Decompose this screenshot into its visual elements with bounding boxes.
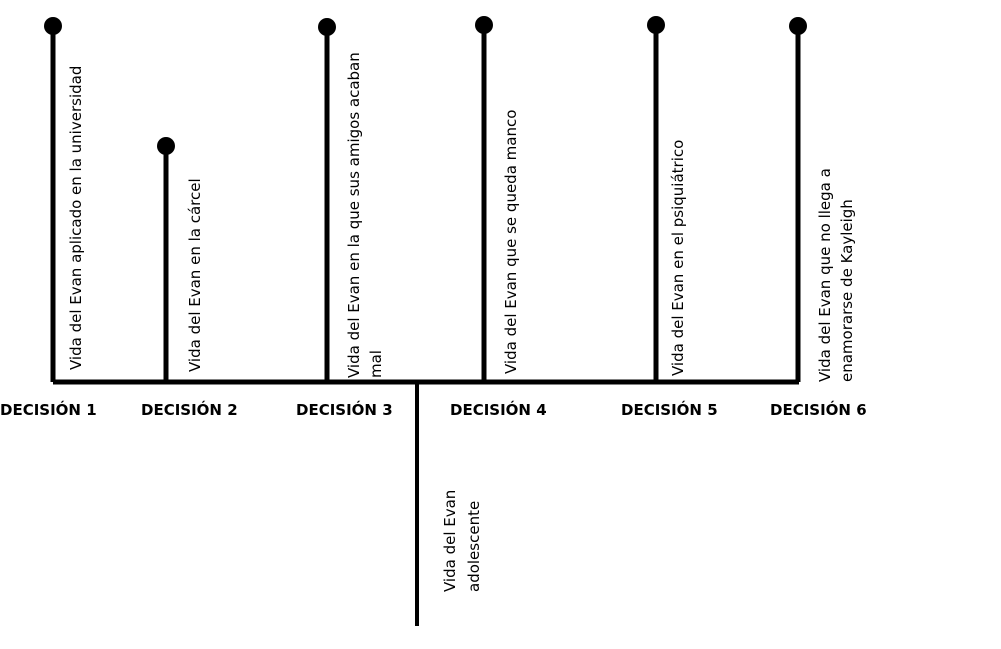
branch-1: [44, 17, 62, 382]
branch-label-5: Vida del Evan en el psiquiátrico: [669, 140, 687, 376]
branch-label-2: Vida del Evan en la cárcel: [186, 178, 204, 372]
root-label-line: adolescente: [465, 501, 483, 592]
branch-4: [475, 16, 493, 382]
branch-label-3: Vida del Evan en la que sus amigos acaba…: [345, 47, 385, 378]
branch-end-dot: [318, 18, 336, 36]
root-label: Vida del Evan adolescente: [441, 485, 483, 592]
decision-label-1: DECISIÓN 1: [0, 400, 97, 419]
branch-label-4: Vida del Evan que se queda manco: [502, 110, 520, 374]
branch-label-line: Vida del Evan aplicado en la universidad: [67, 66, 85, 370]
branch-2: [157, 137, 175, 382]
branch-label-line: Vida del Evan en la que sus amigos acaba…: [345, 52, 363, 378]
branch-label-line: Vida del Evan en la cárcel: [186, 178, 204, 372]
decision-label-4: DECISIÓN 4: [450, 400, 547, 419]
decision-label-3: DECISIÓN 3: [296, 400, 393, 419]
branch-label-line: Vida del Evan que no llega a: [816, 168, 834, 382]
decision-label-2: DECISIÓN 2: [141, 400, 238, 419]
branch-6: [789, 17, 807, 382]
branch-label-1: Vida del Evan aplicado en la universidad: [67, 66, 85, 370]
branch-label-line: mal: [367, 350, 385, 378]
branch-end-dot: [157, 137, 175, 155]
decision-label-6: DECISIÓN 6: [770, 400, 867, 419]
branch-end-dot: [475, 16, 493, 34]
decision-label-5: DECISIÓN 5: [621, 400, 718, 419]
branch-label-line: enamorarse de Kayleigh: [838, 199, 856, 382]
branch-end-dot: [44, 17, 62, 35]
root-label-line: Vida del Evan: [441, 490, 459, 592]
branch-5: [647, 16, 665, 382]
branch-end-dot: [789, 17, 807, 35]
branch-3: [318, 18, 336, 382]
branch-end-dot: [647, 16, 665, 34]
branch-label-line: Vida del Evan en el psiquiátrico: [669, 140, 687, 376]
branch-label-6: Vida del Evan que no llega a enamorarse …: [816, 163, 856, 382]
branch-label-line: Vida del Evan que se queda manco: [502, 110, 520, 374]
